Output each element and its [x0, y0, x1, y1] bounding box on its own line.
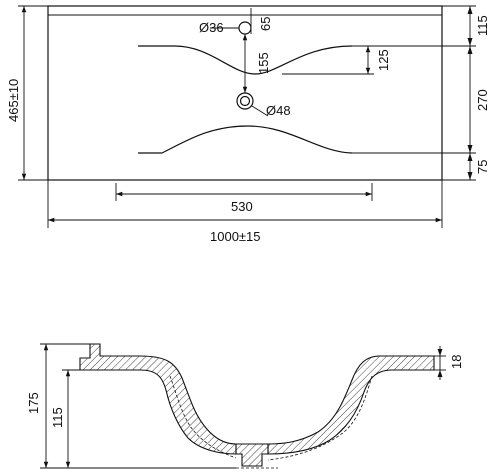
section-inner-label: 115 [50, 407, 65, 428]
section-view: 175 115 18 [26, 343, 464, 469]
rim-thickness-label: 18 [449, 355, 464, 369]
tap-offset-label: 65 [258, 17, 273, 31]
tap-drain-label: 155 [256, 52, 271, 74]
section-height-label: 175 [26, 392, 41, 414]
bowl-depth-label: 125 [376, 49, 391, 71]
overall-width-label: 1000±15 [210, 229, 261, 244]
basin-outline [47, 5, 443, 181]
section-hidden-left [169, 375, 237, 459]
bowl-width-label: 530 [231, 199, 253, 214]
drain-outer-icon [236, 92, 254, 110]
right-top-label: 115 [475, 15, 490, 36]
drain-diameter-label: Ø48 [266, 103, 291, 118]
drain-inner-icon [239, 95, 251, 107]
rim-thickness-arrows [437, 349, 443, 377]
bowl-lower-curve [138, 125, 353, 154]
right-bottom-label: 75 [475, 160, 490, 174]
section-drain-neck [235, 443, 269, 467]
right-dim-arrows [467, 6, 473, 180]
top-view: Ø36 65 155 Ø48 125 465±10 115 270 75 [6, 5, 490, 244]
drain-diameter-leader [251, 105, 269, 117]
tap-hole-icon [238, 21, 252, 35]
section-left-wall [79, 343, 237, 455]
section-hidden-right [267, 375, 373, 461]
bowl-upper-curve [138, 45, 353, 75]
tap-diameter-label: Ø36 [199, 20, 224, 35]
depth-label: 465±10 [6, 79, 21, 122]
section-right-wall [267, 355, 435, 455]
right-mid-label: 270 [475, 89, 490, 111]
